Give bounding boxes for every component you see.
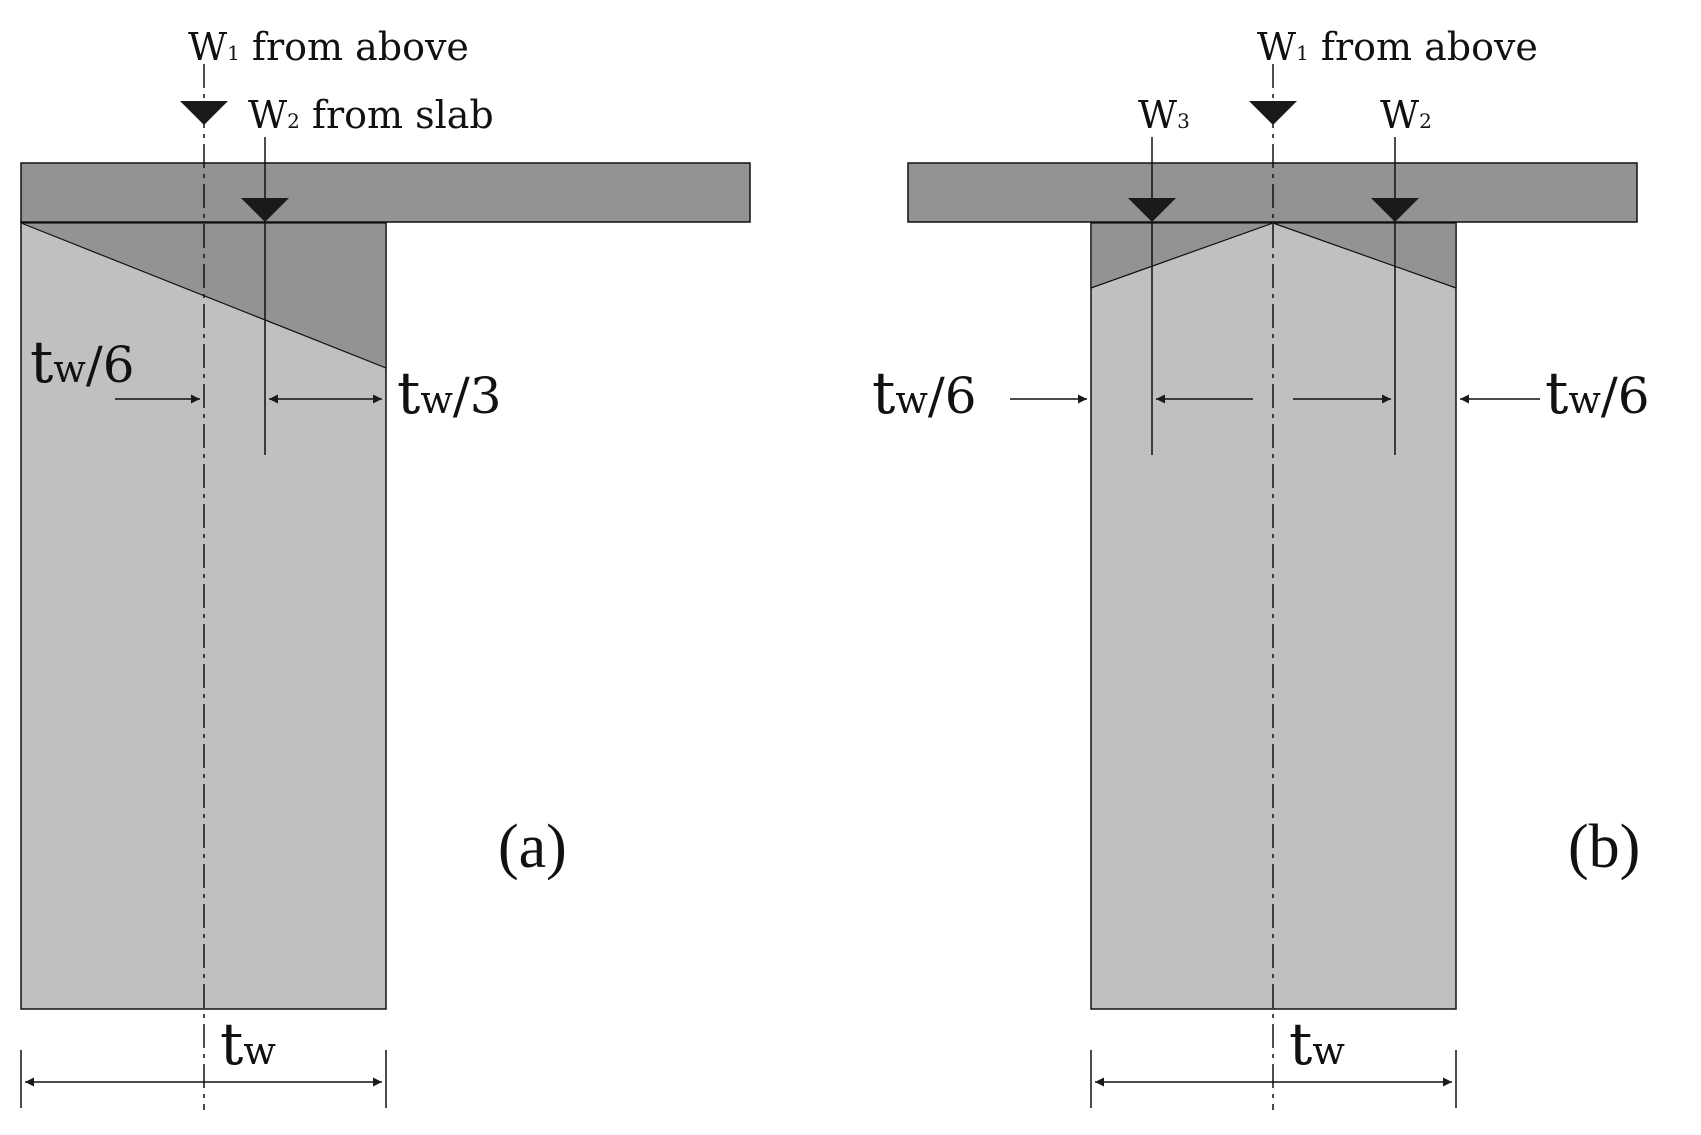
slab-a (20, 162, 751, 223)
w3-label-b: W3 (1138, 93, 1190, 137)
w2-load-arrow-b (1371, 198, 1419, 222)
caption-a: (a) (498, 813, 567, 881)
w3-load-arrow-b (1128, 198, 1176, 222)
w1-load-arrow-a (180, 101, 228, 125)
width-label-a: tw (220, 1010, 276, 1078)
width-label-b: tw (1289, 1010, 1345, 1078)
panel-b: W1 from above W3 W2 tw/6 tw/6 tw (b) (872, 25, 1650, 1110)
w1-label-a: W1 from above (188, 25, 469, 69)
caption-b: (b) (1568, 813, 1640, 881)
w1-label-b: W1 from above (1257, 25, 1538, 69)
w2-label-a: W2 from slab (248, 93, 494, 137)
tw6-left-label-b: tw/6 (872, 359, 977, 427)
w2-label-b: W2 (1380, 93, 1432, 137)
stress-wedge-right-b (1272, 222, 1457, 289)
tw6-right-label-b: tw/6 (1545, 359, 1650, 427)
tw6-label-a: tw/6 (30, 328, 135, 396)
tw3-label-a: tw/3 (397, 359, 502, 427)
w1-load-arrow-b (1249, 101, 1297, 125)
stress-wedge-left-b (1090, 222, 1274, 289)
w2-load-arrow-a (241, 198, 289, 222)
panel-a: W1 from above W2 from slab tw/6 tw/3 tw … (20, 25, 751, 1110)
